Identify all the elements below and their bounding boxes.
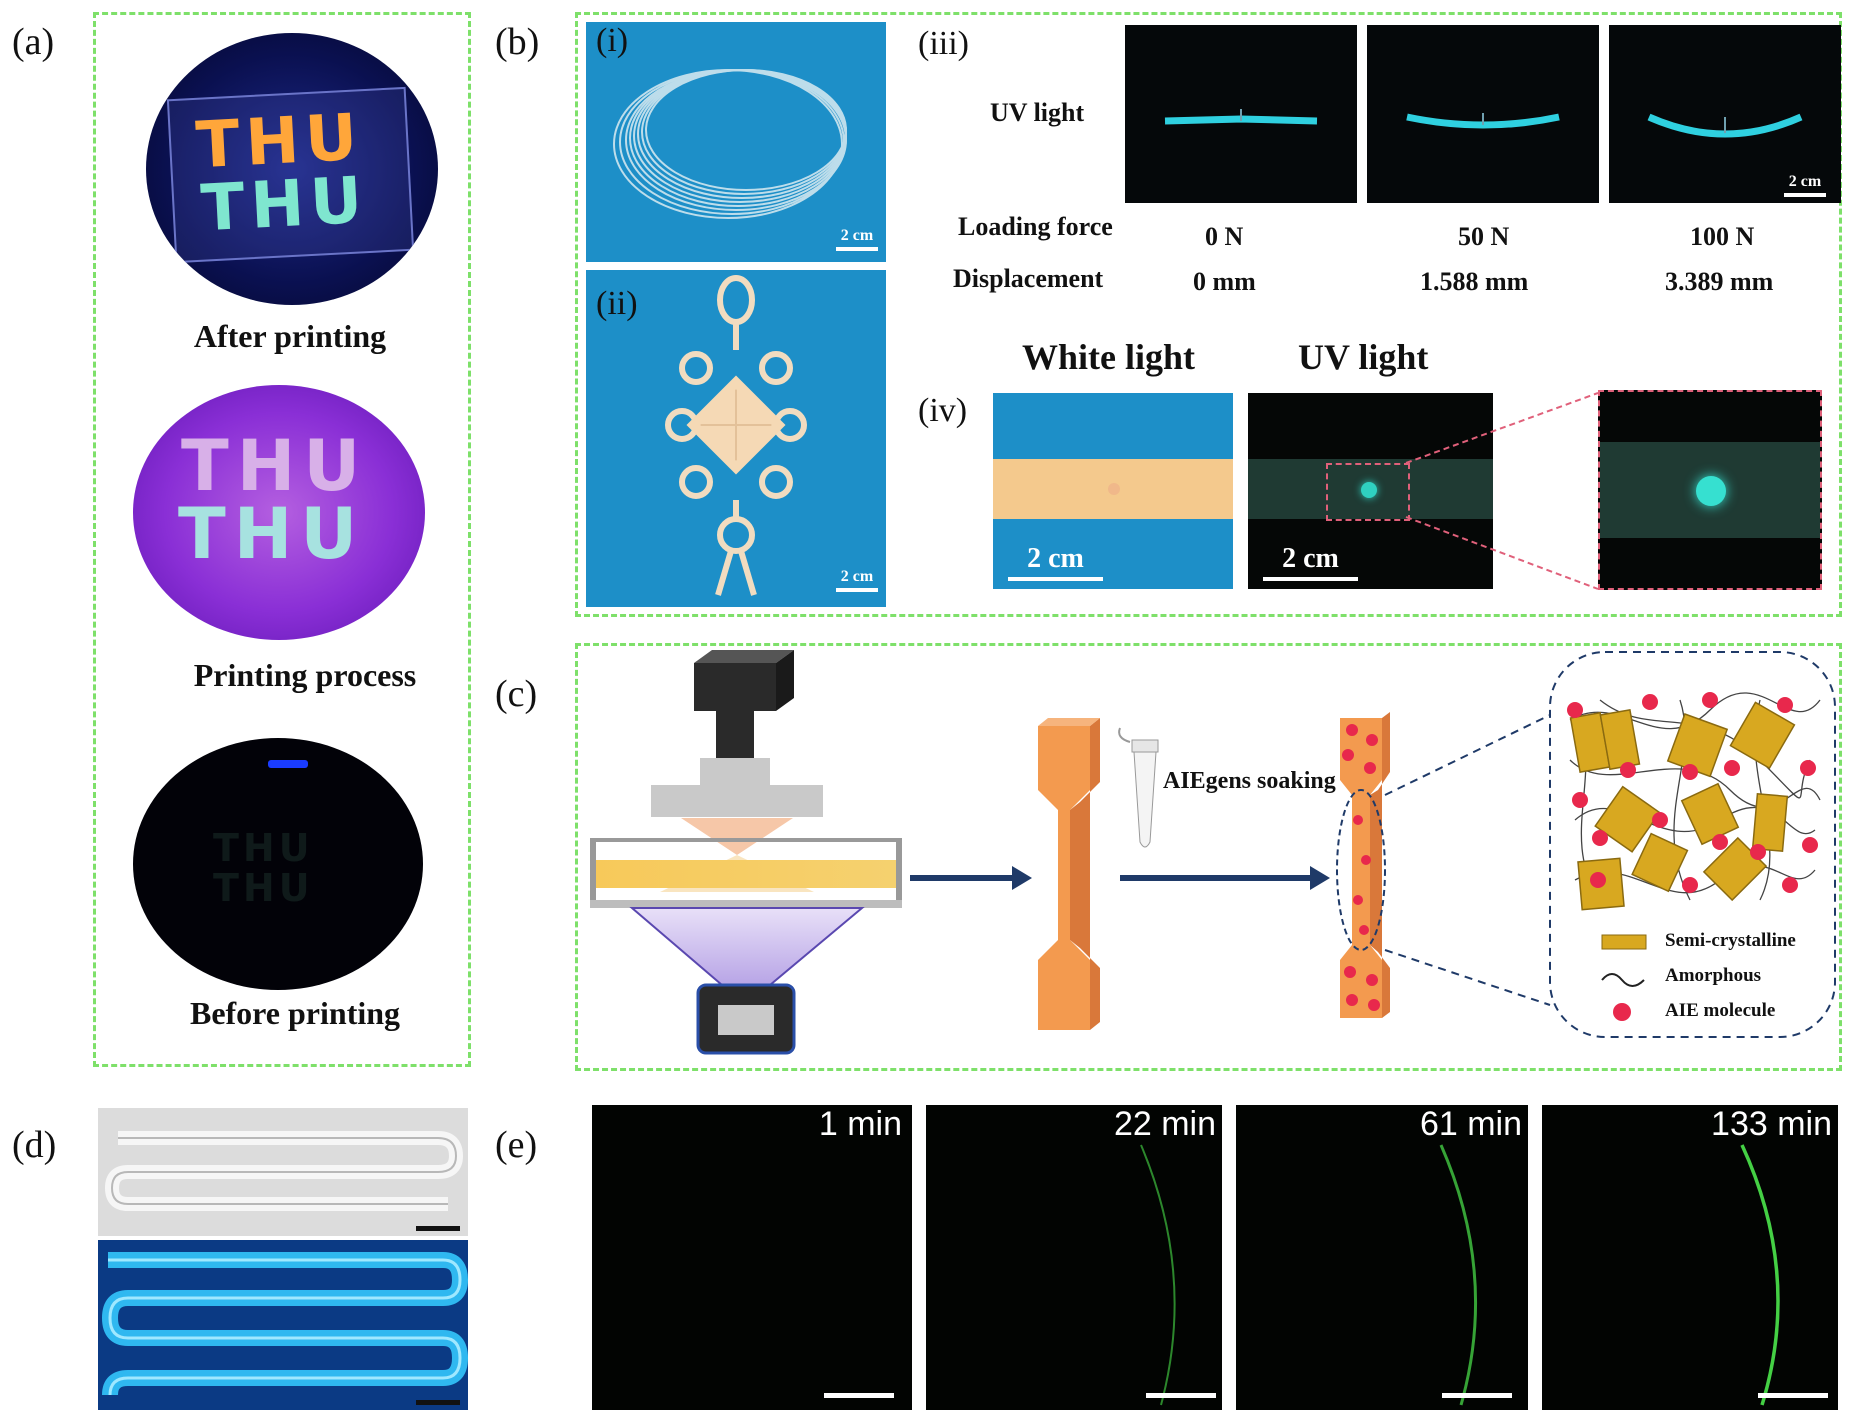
aiegens-soaking-label: AIEgens soaking xyxy=(1163,768,1336,794)
before-printing-photo: THU THU xyxy=(133,738,423,990)
beam-drawing-100n xyxy=(1647,113,1803,138)
eppendorf-tube xyxy=(1118,727,1159,848)
white-light-title: White light xyxy=(1022,337,1196,377)
scalebar-e-1 xyxy=(824,1393,894,1398)
beam-drawing-50n xyxy=(1406,113,1560,129)
scalebar-iii-label: 2 cm xyxy=(1788,173,1822,190)
scalebar-iv-white: 2 cm xyxy=(1008,543,1103,581)
panel-a-frame xyxy=(93,12,471,1067)
disp-value-0: 0 mm xyxy=(1193,267,1256,296)
beam-drawing-0n xyxy=(1164,109,1318,125)
uv-light-row-label: UV light xyxy=(990,98,1085,127)
scalebar-e-3 xyxy=(1442,1393,1512,1398)
coil-drawing xyxy=(613,69,847,219)
fluorescence-61min: 61 min xyxy=(1236,1105,1528,1410)
channel-uv-drawing xyxy=(101,1252,469,1396)
disp-value-2: 3.389 mm xyxy=(1665,267,1774,296)
uv-beam-100n: 2 cm xyxy=(1609,25,1841,203)
force-value-0: 0 N xyxy=(1205,222,1244,251)
zoom-inset-photo xyxy=(1598,390,1822,590)
sub-iii-label: (iii) xyxy=(918,25,969,62)
scalebar-iv-uv-label: 2 cm xyxy=(1282,543,1339,574)
zoom-region-box xyxy=(1326,463,1410,521)
time-label-1: 1 min xyxy=(818,1105,902,1143)
uv-cone xyxy=(629,907,865,986)
legend-semi-crystalline: Semi-crystalline xyxy=(1665,930,1796,951)
channel-white-photo xyxy=(98,1108,468,1236)
scalebar-i: 2 cm xyxy=(836,227,878,251)
loading-force-label: Loading force xyxy=(958,212,1113,241)
legend-amorphous: Amorphous xyxy=(1665,965,1762,986)
projector-box xyxy=(694,663,776,711)
legend-crystal-swatch xyxy=(1601,934,1647,950)
scalebar-e-4 xyxy=(1758,1393,1828,1398)
fluor-edge-61 xyxy=(1439,1144,1478,1406)
time-label-2: 22 min xyxy=(1113,1105,1216,1143)
resin-layer xyxy=(596,860,896,888)
fluor-edge-133 xyxy=(1740,1144,1780,1406)
sub-i-label: (i) xyxy=(596,22,629,59)
crystalline-blocks xyxy=(1569,701,1796,911)
legend-aie-molecule: AIE molecule xyxy=(1665,1000,1776,1021)
uv-beam-50n xyxy=(1367,25,1599,203)
caption-before-printing: Before printing xyxy=(189,995,401,1031)
strip-white-light-photo: 2 cm xyxy=(993,393,1233,589)
knot-photo: (ii) 2 cm xyxy=(586,270,886,607)
scalebar-e-2 xyxy=(1146,1393,1216,1398)
panel-e-letter: (e) xyxy=(495,1124,538,1166)
upper-light-cone xyxy=(681,818,793,855)
uv-light-title: UV light xyxy=(1298,337,1429,377)
disp-value-1: 1.588 mm xyxy=(1420,267,1529,296)
force-value-2: 100 N xyxy=(1690,222,1755,251)
sub-iv-label: (iv) xyxy=(918,392,968,429)
thu-faint-text-bottom: THU xyxy=(213,866,314,910)
panel-d-letter: (d) xyxy=(12,1124,57,1166)
uv-beam-0n xyxy=(1125,25,1357,203)
fluorescence-22min: 22 min xyxy=(926,1105,1222,1410)
scalebar-ii-label: 2 cm xyxy=(840,568,874,585)
thu-faint-text-top: THU xyxy=(213,826,314,870)
panel-c-frame xyxy=(575,643,1842,1071)
legend-aie-swatch xyxy=(1613,1003,1631,1021)
sub-ii-label: (ii) xyxy=(596,285,638,322)
scalebar-iii: 2 cm xyxy=(1784,173,1826,197)
scalebar-iv-uv: 2 cm xyxy=(1263,543,1358,581)
displacement-label: Displacement xyxy=(953,264,1104,293)
printing-process-photo: THU THU xyxy=(133,385,425,640)
panel-a-letter: (a) xyxy=(12,21,55,63)
panel-b-frame xyxy=(575,12,1842,617)
legend-chain-swatch xyxy=(1601,973,1645,987)
channel-white-drawing xyxy=(104,1131,464,1211)
chinese-knot-drawing xyxy=(665,275,807,596)
caption-printing-process: Printing process xyxy=(193,657,417,693)
aie-molecule-dots xyxy=(1567,692,1818,893)
after-printing-photo: THU THU xyxy=(146,33,438,305)
panel-b-letter: (b) xyxy=(495,21,540,63)
fluor-edge-22 xyxy=(1140,1144,1176,1406)
scalebar-i-label: 2 cm xyxy=(840,227,874,244)
thu-pink-text: THU xyxy=(181,425,369,507)
fluorescence-1min: 1 min xyxy=(592,1105,912,1410)
scalebar-iv-white-label: 2 cm xyxy=(1027,543,1084,574)
force-value-1: 50 N xyxy=(1458,222,1510,251)
panel-c-letter: (c) xyxy=(495,673,538,715)
channel-uv-photo xyxy=(98,1240,469,1410)
time-label-4: 133 min xyxy=(1711,1105,1832,1143)
fluorescence-133min: 133 min xyxy=(1542,1105,1838,1410)
coil-photo: (i) 2 cm xyxy=(586,22,886,262)
scalebar-ii: 2 cm xyxy=(836,568,878,592)
scalebar-d-bottom xyxy=(416,1400,460,1405)
caption-after-printing: After printing xyxy=(193,318,387,354)
dumbbell-specimen-aie xyxy=(1340,712,1390,1018)
thu-teal-text: THU xyxy=(178,493,366,575)
scalebar-d-top xyxy=(416,1226,460,1231)
dumbbell-specimen-plain xyxy=(1038,718,1100,1030)
time-label-3: 61 min xyxy=(1419,1105,1522,1143)
